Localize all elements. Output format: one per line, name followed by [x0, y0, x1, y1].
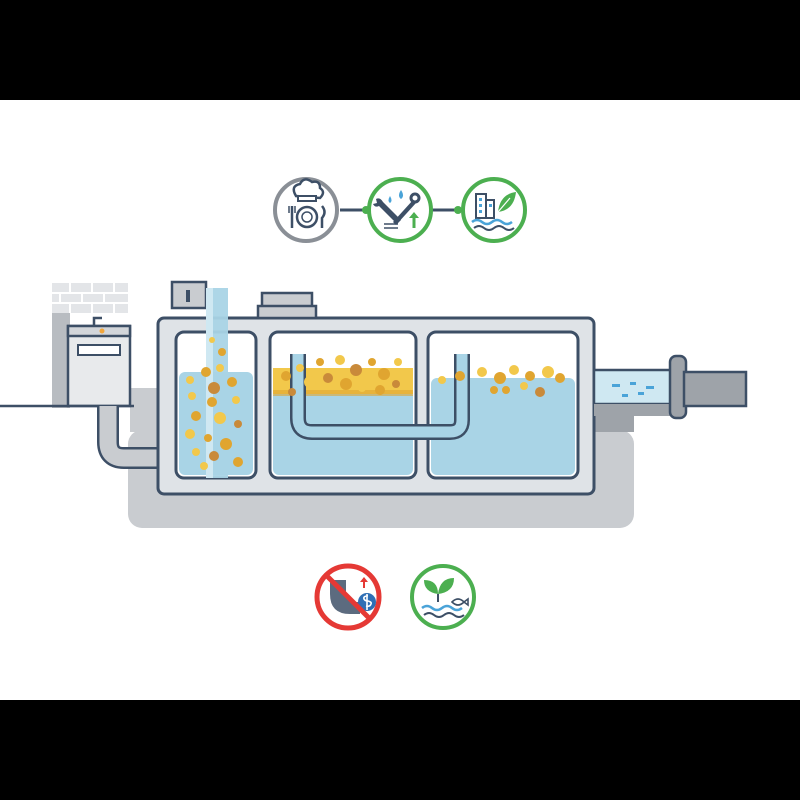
city-water-leaf-icon — [461, 177, 527, 243]
grease-trap-diagram — [0, 177, 748, 631]
grease-particle — [378, 368, 390, 380]
grease-particle — [201, 367, 211, 377]
grease-particle — [555, 373, 565, 383]
grease-particle — [188, 392, 196, 400]
grease-particle — [323, 373, 333, 383]
grease-particle — [502, 386, 510, 394]
grease-particle — [535, 387, 545, 397]
grease-particle — [525, 371, 535, 381]
grease-particle — [316, 358, 324, 366]
top-icon-row — [273, 177, 527, 243]
grease-particle — [455, 371, 465, 381]
grease-particle — [335, 355, 345, 365]
grease-particle — [350, 364, 362, 376]
grease-particle — [200, 462, 208, 470]
grease-particle — [477, 367, 487, 377]
grease-particle — [394, 358, 402, 366]
diagram-canvas — [0, 100, 800, 700]
grease-particle — [191, 411, 201, 421]
grease-particle — [204, 434, 212, 442]
grease-particle — [490, 386, 498, 394]
grease-particle — [227, 377, 237, 387]
grease-particle — [281, 371, 291, 381]
grease-particle — [392, 380, 400, 388]
connector-dot — [454, 206, 462, 214]
grease-particle — [233, 457, 243, 467]
inlet-pipe — [97, 406, 164, 469]
grease-particle — [209, 337, 215, 343]
grease-particle — [288, 388, 296, 396]
grease-particle — [368, 358, 376, 366]
chef-dining-icon — [273, 177, 339, 243]
no-clogged-pipe-cost-icon — [314, 563, 382, 631]
baffle-pipe — [290, 354, 470, 440]
maintenance-wrench-icon — [367, 177, 433, 243]
bottom-icon-row — [314, 563, 476, 631]
grease-particle — [216, 364, 224, 372]
grease-particle — [234, 420, 242, 428]
grease-particle — [340, 378, 352, 390]
grease-particle — [542, 366, 554, 378]
kitchen-sink — [0, 283, 134, 408]
grease-particle — [509, 365, 519, 375]
grease-particle — [375, 385, 385, 395]
grease-particle — [185, 429, 195, 439]
grease-particle — [218, 348, 226, 356]
grease-particle — [304, 376, 316, 388]
grease-particle — [208, 382, 220, 394]
grease-particle — [494, 372, 506, 384]
grease-particle — [358, 384, 366, 392]
grease-particle — [186, 376, 194, 384]
grease-particles — [185, 337, 565, 470]
grease-particle — [232, 396, 240, 404]
outlet-chamber — [426, 330, 580, 480]
grease-particle — [296, 364, 304, 372]
grease-particle — [192, 448, 200, 456]
outlet-pipe — [592, 354, 748, 420]
grease-particle — [207, 397, 217, 407]
grease-particle — [214, 412, 226, 424]
grease-particle — [438, 376, 446, 384]
grease-particle — [209, 451, 219, 461]
grease-particle — [520, 382, 528, 390]
clean-ecosystem-icon — [410, 564, 476, 630]
grease-particle — [220, 438, 232, 450]
